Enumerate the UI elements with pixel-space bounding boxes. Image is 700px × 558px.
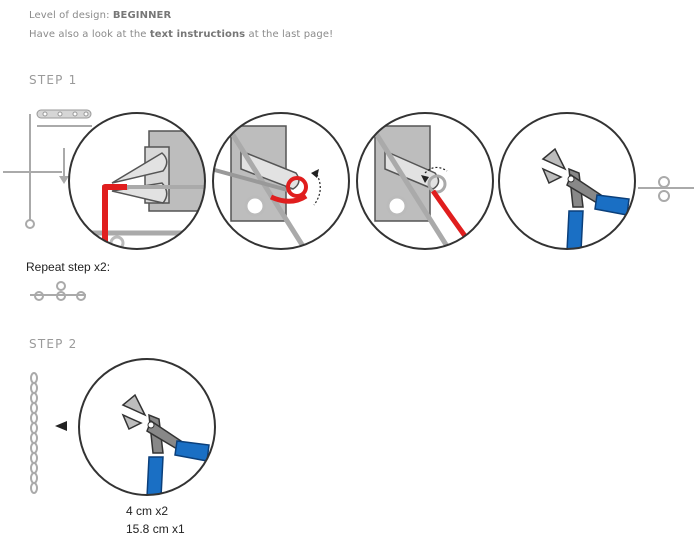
three-eye-pins-icon (30, 281, 86, 301)
step-2-label: STEP 2 (29, 337, 78, 351)
eye-pin-result-icon (638, 176, 694, 202)
length-4cm: 4 cm x2 (126, 504, 169, 518)
flush-cutter-pliers-icon (121, 393, 210, 495)
pointer-arrow-icon (55, 421, 67, 431)
length-15-8cm: 15.8 cm x1 (126, 522, 185, 536)
step-1-label: STEP 1 (29, 73, 78, 87)
note-suffix: at the last page! (245, 29, 334, 40)
chain-icon (30, 372, 38, 494)
level-line: Level of design: BEGINNER (29, 10, 171, 21)
step2-circle-pliers (78, 358, 216, 496)
connector-bar-icon (36, 109, 92, 119)
down-arrow-icon (59, 148, 69, 184)
note-prefix: Have also a look at the (29, 29, 150, 40)
level-prefix: Level of design: (29, 10, 113, 21)
step1-circle-2 (212, 112, 350, 250)
step1-circle-4-pliers (498, 112, 636, 250)
text-instructions-link: text instructions (149, 29, 246, 40)
flush-cutter-pliers-icon (541, 147, 630, 249)
step1-circle-1 (68, 112, 206, 250)
repeat-step-text: Repeat step x2: (26, 260, 111, 274)
note-line: Have also a look at the text instruction… (29, 29, 333, 40)
chain-lengths: 4 cm x2 15.8 cm x1 (126, 502, 185, 538)
step1-circle-3 (356, 112, 494, 250)
level-value: BEGINNER (112, 10, 172, 21)
wire-schematic (3, 109, 92, 229)
